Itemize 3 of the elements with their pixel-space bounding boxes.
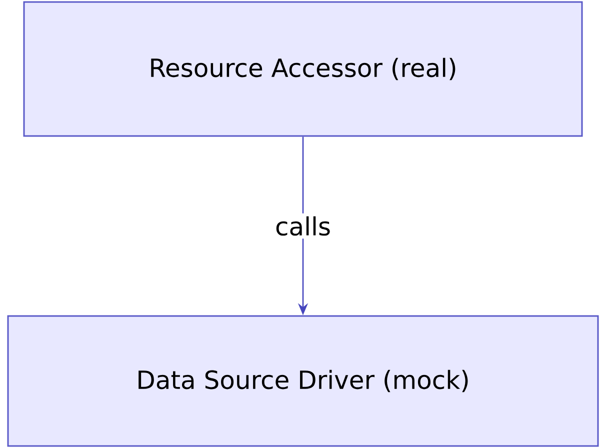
process-box: Resource Accessor (real) bbox=[23, 1, 583, 137]
edge-label: calls bbox=[272, 213, 334, 239]
process-box: Data Source Driver (mock) bbox=[7, 315, 599, 447]
